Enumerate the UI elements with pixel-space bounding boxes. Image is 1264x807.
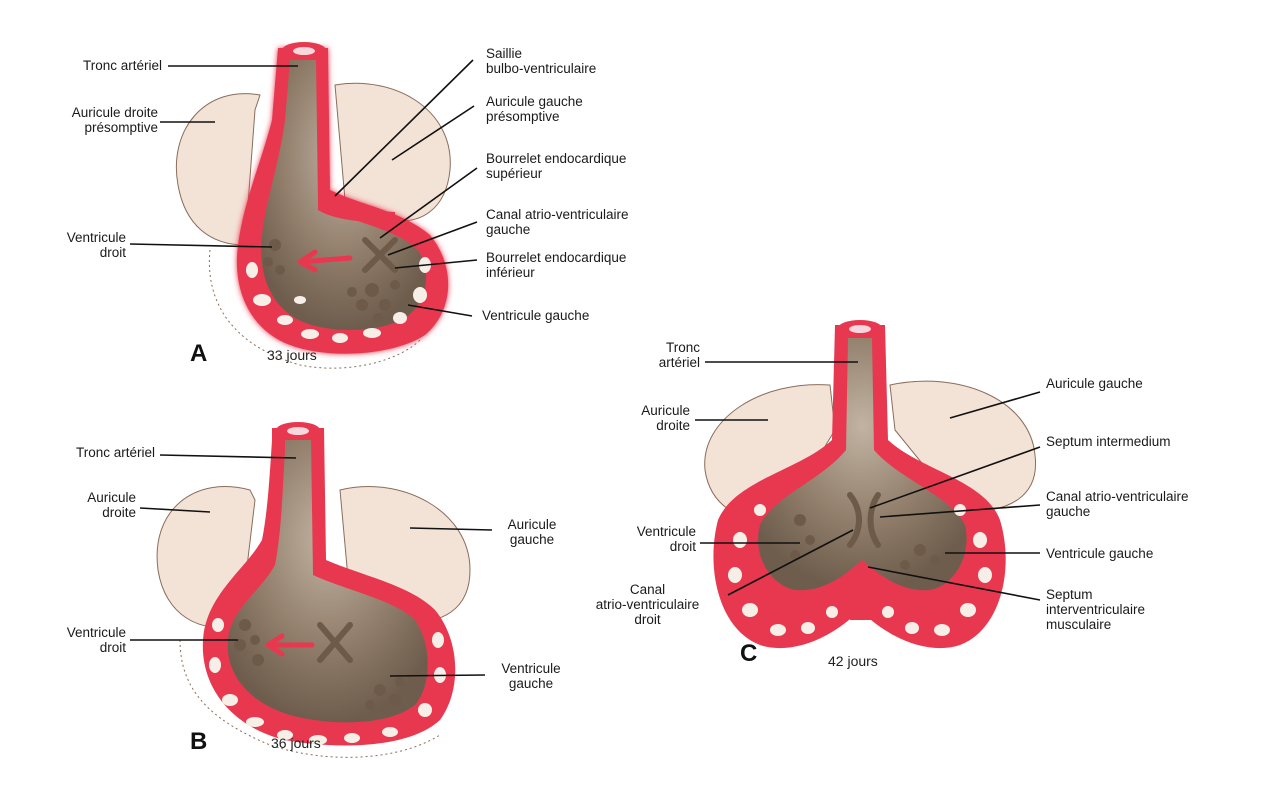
label-c-auricule-gauche: Auricule gauche: [1046, 376, 1143, 391]
panel-c-heart: [705, 320, 1036, 648]
label-a-bourrelet-inferieur: Bourrelet endocardique inférieur: [486, 250, 626, 280]
label-c-tronc-arteriel: Tronc artériel: [620, 340, 700, 370]
label-c-septum-intermedium: Septum intermedium: [1046, 434, 1171, 449]
label-b-ventricule-gauche: Ventricule gauche: [486, 661, 576, 691]
label-c-auricule-droite: Auricule droite: [600, 403, 690, 433]
label-c-septum-interventriculaire: Septum interventriculaire musculaire: [1046, 587, 1145, 632]
label-c-ventricule-droit: Ventricule droit: [590, 524, 696, 554]
panel-b-letter: B: [190, 728, 207, 756]
panel-c-days: 42 jours: [828, 653, 878, 669]
panel-b-heart: [157, 422, 470, 757]
label-c-ventricule-gauche: Ventricule gauche: [1046, 546, 1153, 561]
panel-b-days: 36 jours: [271, 735, 321, 751]
label-b-auricule-droite: Auricule droite: [40, 490, 136, 520]
label-b-tronc-arteriel: Tronc artériel: [20, 445, 155, 460]
label-a-saillie-bulbo-ventriculaire: Saillie bulbo-ventriculaire: [486, 46, 596, 76]
label-a-canal-av-gauche: Canal atrio-ventriculaire gauche: [486, 207, 629, 237]
panel-a-days: 33 jours: [267, 347, 317, 363]
label-a-tronc-arteriel: Tronc artériel: [30, 58, 162, 73]
label-c-canal-av-gauche: Canal atrio-ventriculaire gauche: [1046, 489, 1189, 519]
label-c-canal-av-droit: Canal atrio-ventriculaire droit: [570, 582, 725, 627]
label-a-auricule-droite: Auricule droite présomptive: [20, 105, 158, 135]
panel-c-letter: C: [740, 640, 757, 668]
label-a-ventricule-droit: Ventricule droit: [40, 230, 126, 260]
panel-a-letter: A: [190, 340, 207, 368]
label-a-ventricule-gauche: Ventricule gauche: [482, 308, 589, 323]
label-a-auricule-gauche: Auricule gauche présomptive: [486, 94, 583, 124]
panel-a-heart: [176, 42, 450, 368]
label-a-bourrelet-superieur: Bourrelet endocardique supérieur: [486, 151, 626, 181]
label-b-auricule-gauche: Auricule gauche: [492, 517, 572, 547]
label-b-ventricule-droit: Ventricule droit: [20, 625, 126, 655]
